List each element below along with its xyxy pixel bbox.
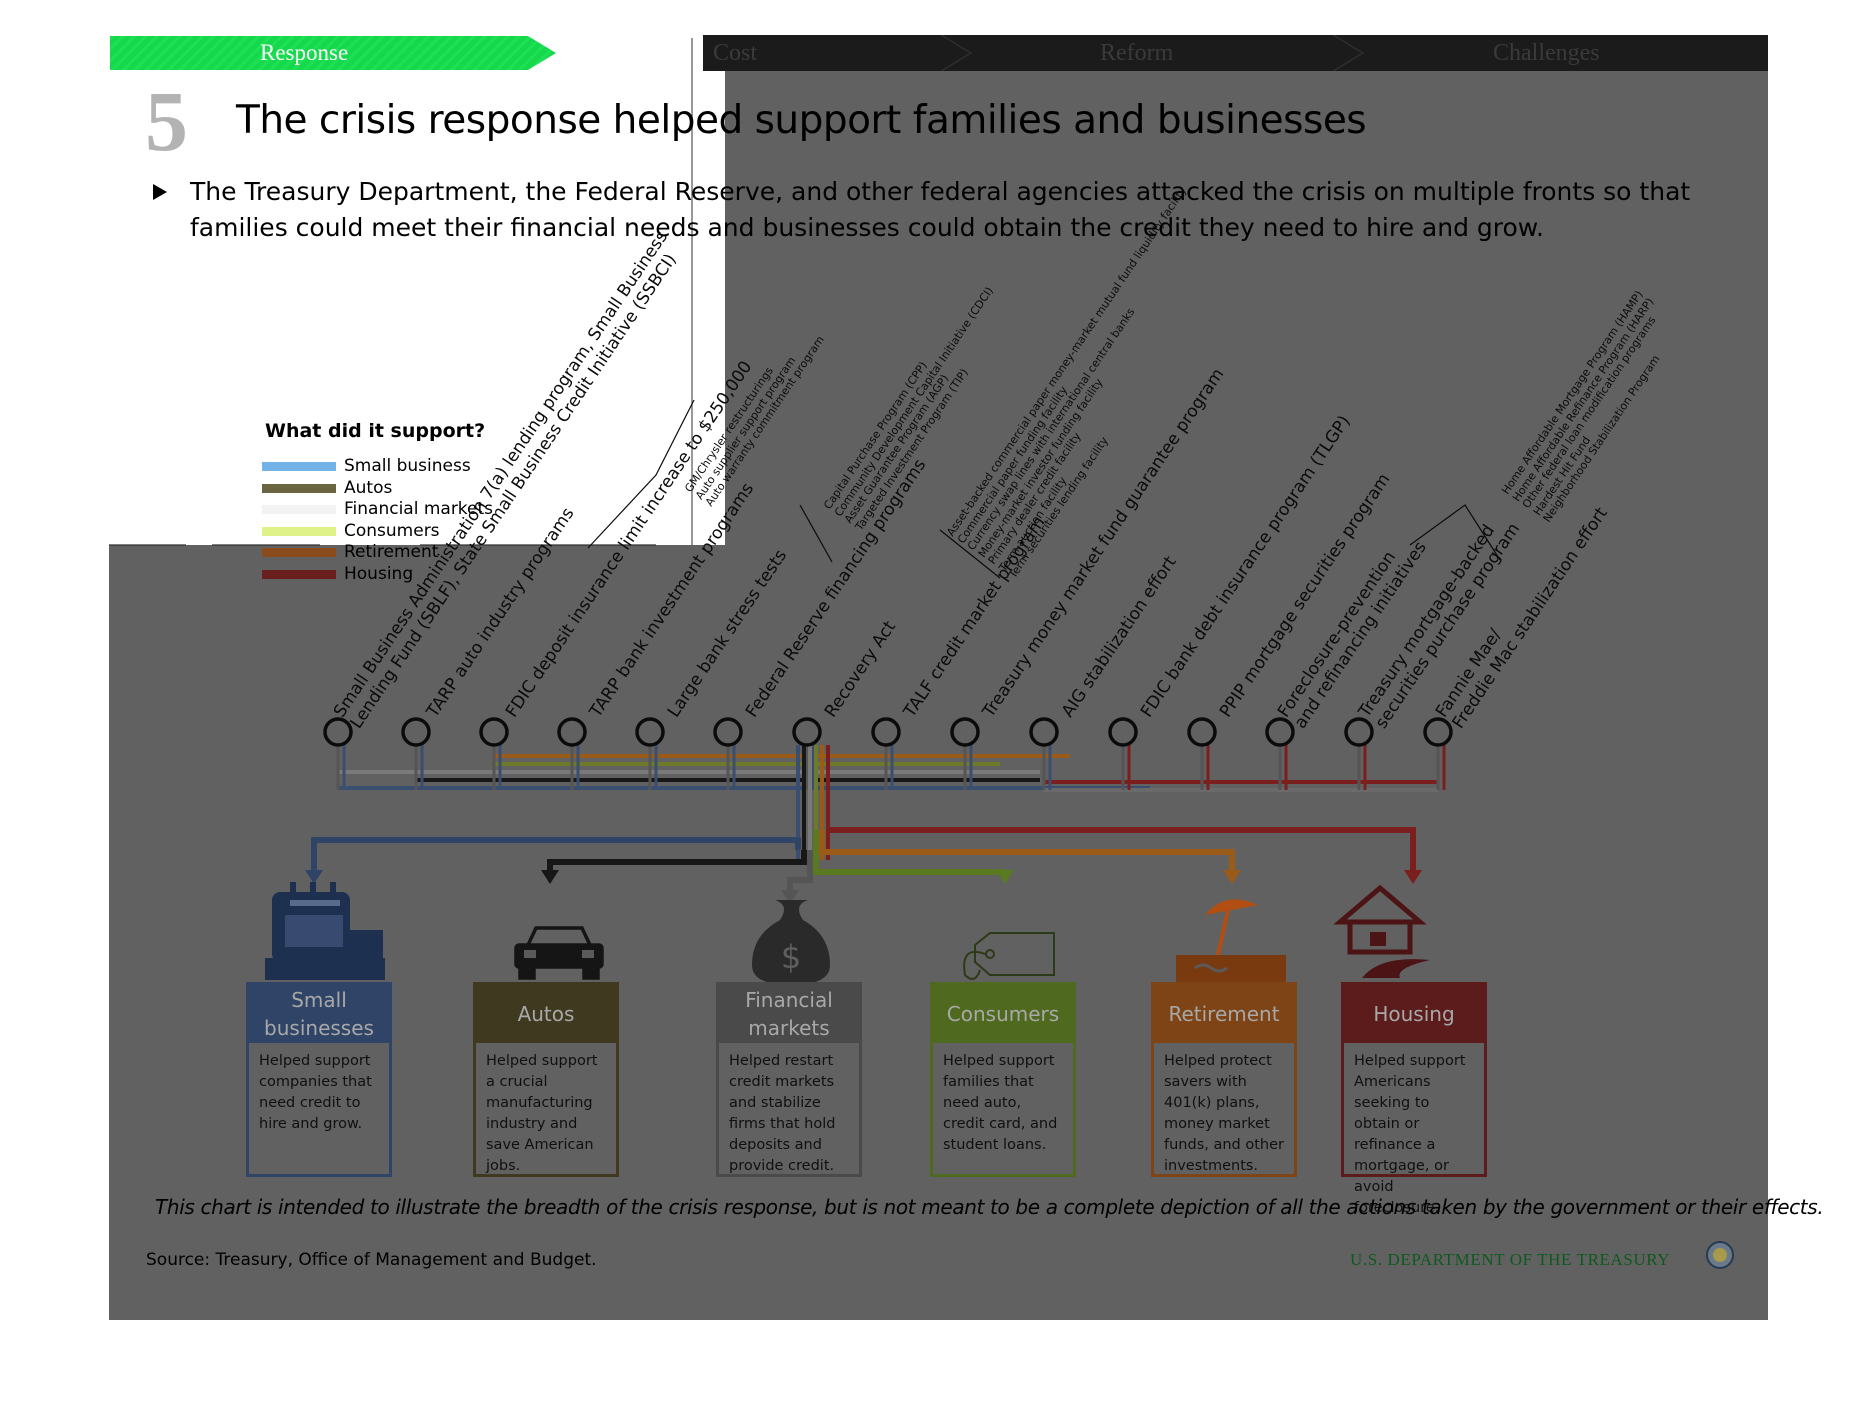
treasury-seal-icon (1706, 1241, 1734, 1269)
category-route (547, 850, 807, 870)
disclaimer-text: This chart is intended to illustrate the… (155, 1195, 1824, 1219)
treasury-name: U.S. DEPARTMENT OF THE TREASURY (1350, 1250, 1671, 1269)
leader-line (799, 504, 833, 563)
category-title: Retirement (1154, 985, 1294, 1043)
category-route (828, 827, 1416, 870)
category-title: Autos (476, 985, 616, 1043)
tab-response[interactable]: Response (110, 36, 556, 70)
money-bag-icon: $ (752, 900, 830, 985)
legend-label: Consumers (344, 520, 440, 541)
arrow-down-icon (541, 870, 559, 884)
legend-swatch (262, 483, 336, 493)
svg-text:$: $ (781, 938, 801, 976)
category-route (311, 837, 801, 870)
program-node (1265, 717, 1295, 747)
price-tag-icon (963, 932, 1055, 980)
arrow-down-icon (1223, 870, 1241, 884)
program-node (792, 717, 822, 747)
car-icon (514, 926, 604, 980)
program-node (1029, 717, 1059, 747)
tab-response-shape (110, 36, 556, 70)
category-title: Consumers (933, 985, 1073, 1043)
tab-reform[interactable]: Reform (1100, 40, 1174, 66)
arrow-down-icon (996, 870, 1014, 884)
tab-cost[interactable]: Cost (713, 40, 758, 66)
arrow-down-icon (781, 890, 799, 904)
chevron-right-icon (1332, 35, 1365, 71)
arrow-down-icon (1404, 870, 1422, 884)
program-node (1187, 717, 1217, 747)
category-description: Helped support Americans seeking to obta… (1354, 1053, 1466, 1216)
program-node (479, 717, 509, 747)
program-node (323, 717, 353, 747)
legend-swatch (262, 548, 336, 557)
program-node (1344, 717, 1374, 747)
cash-register-icon (265, 882, 385, 980)
nav-chevrons (940, 35, 1365, 71)
leader-line (1409, 504, 1501, 561)
legend-label: Financial markets (344, 499, 494, 519)
legend-swatch (262, 569, 336, 579)
category-title: Housing (1344, 985, 1484, 1043)
leader-line (939, 529, 1001, 579)
category-title: Financial markets (719, 985, 859, 1043)
legend-swatch (262, 462, 336, 471)
category-description: Helped protect savers with 401(k) plans,… (1164, 1053, 1284, 1174)
legend-label: Housing (344, 563, 414, 584)
category-description: Helped restart credit markets and stabil… (729, 1053, 836, 1174)
legend-title: What did it support? (265, 420, 486, 442)
program-node (635, 717, 665, 747)
program-node (1423, 717, 1453, 747)
category-route (819, 830, 1235, 870)
legend-swatch (262, 526, 336, 536)
page-title: The crisis response helped support famil… (236, 98, 1367, 143)
leader-line (587, 399, 695, 549)
bullet-triangle-icon (153, 184, 167, 200)
beach-umbrella-icon (1176, 899, 1286, 983)
intro-text: The Treasury Department, the Federal Res… (190, 177, 1691, 242)
tab-challenges[interactable]: Challenges (1493, 40, 1600, 66)
program-node (950, 717, 980, 747)
legend-label: Autos (344, 477, 393, 498)
source-text: Source: Treasury, Office of Management a… (146, 1250, 597, 1270)
nav-bar: Cost Reform Challenges (703, 35, 1768, 71)
tab-response-label: Response (260, 40, 349, 65)
program-node (1108, 717, 1138, 747)
category-description: Helped support a crucial manufacturing i… (486, 1053, 598, 1174)
category-title: Small businesses (249, 985, 389, 1043)
category-description: Helped support companies that need credi… (259, 1053, 372, 1132)
legend-label: Small business (344, 456, 471, 476)
legend-label: Retirement (344, 542, 439, 562)
program-node (871, 717, 901, 747)
chevron-right-icon (940, 35, 973, 71)
program-node (401, 717, 431, 747)
program-node (713, 717, 743, 747)
program-node (557, 717, 587, 747)
house-icon (1333, 884, 1430, 978)
category-description: Helped support families that need auto, … (943, 1053, 1058, 1153)
category-route (787, 850, 813, 890)
slide-number: 5 (145, 73, 188, 169)
legend-swatch (262, 505, 336, 514)
arrow-down-icon (305, 870, 323, 884)
